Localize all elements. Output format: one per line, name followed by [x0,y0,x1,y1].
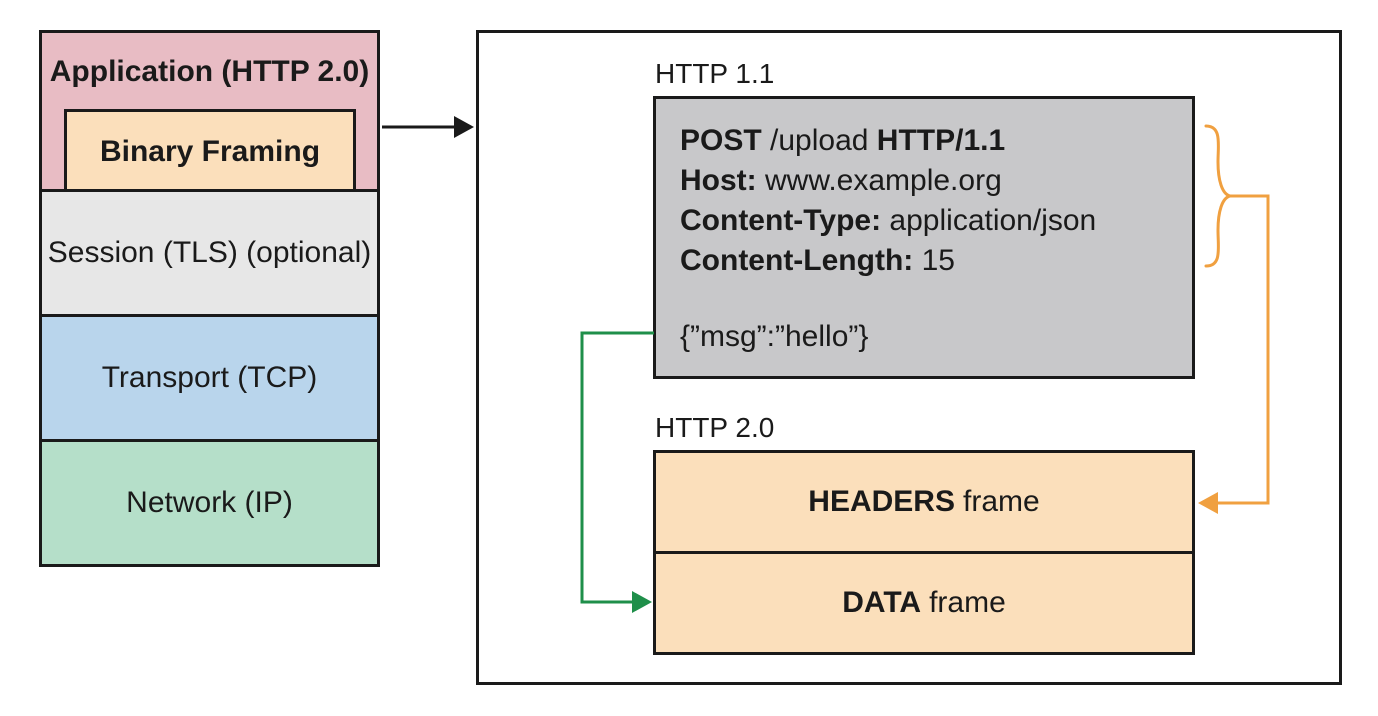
application-layer-label: Application (HTTP 2.0) [49,55,370,88]
transport-layer: Transport (TCP) [39,314,380,442]
message-body: {”msg”:”hello”} [680,320,869,353]
stack-to-detail-arrow [382,116,474,138]
header-name: Content-Type: [680,204,882,237]
header-line-content-length: Content-Length: 15 [680,241,1192,281]
header-value: application/json [881,204,1097,237]
header-value: 15 [913,244,955,277]
network-layer-label: Network (IP) [126,486,293,519]
headers-frame-suffix: frame [963,485,1040,518]
request-path: /upload [761,124,877,157]
http11-message-box: POST /upload HTTP/1.1 Host: www.example.… [653,96,1195,379]
headers-frame-type: HEADERS [808,485,955,518]
request-version: HTTP/1.1 [876,124,1006,157]
request-method: POST [680,124,762,157]
session-layer: Session (TLS) (optional) [39,189,380,317]
http2-caption: HTTP 2.0 [655,412,775,443]
transport-layer-label: Transport (TCP) [101,361,318,394]
header-value: www.example.org [756,164,1002,197]
header-line-content-type: Content-Type: application/json [680,201,1192,241]
header-name: Host: [680,164,757,197]
binary-framing-label: Binary Framing [99,135,321,168]
binary-framing-layer: Binary Framing [64,109,356,192]
data-frame-suffix: frame [929,586,1006,619]
header-name: Content-Length: [680,244,914,277]
network-layer: Network (IP) [39,439,380,567]
header-line-host: Host: www.example.org [680,161,1192,201]
request-line: POST /upload HTTP/1.1 [680,121,1192,161]
session-layer-label: Session (TLS) (optional) [47,236,372,269]
data-frame-type: DATA [842,586,922,619]
http11-caption: HTTP 1.1 [655,58,775,89]
